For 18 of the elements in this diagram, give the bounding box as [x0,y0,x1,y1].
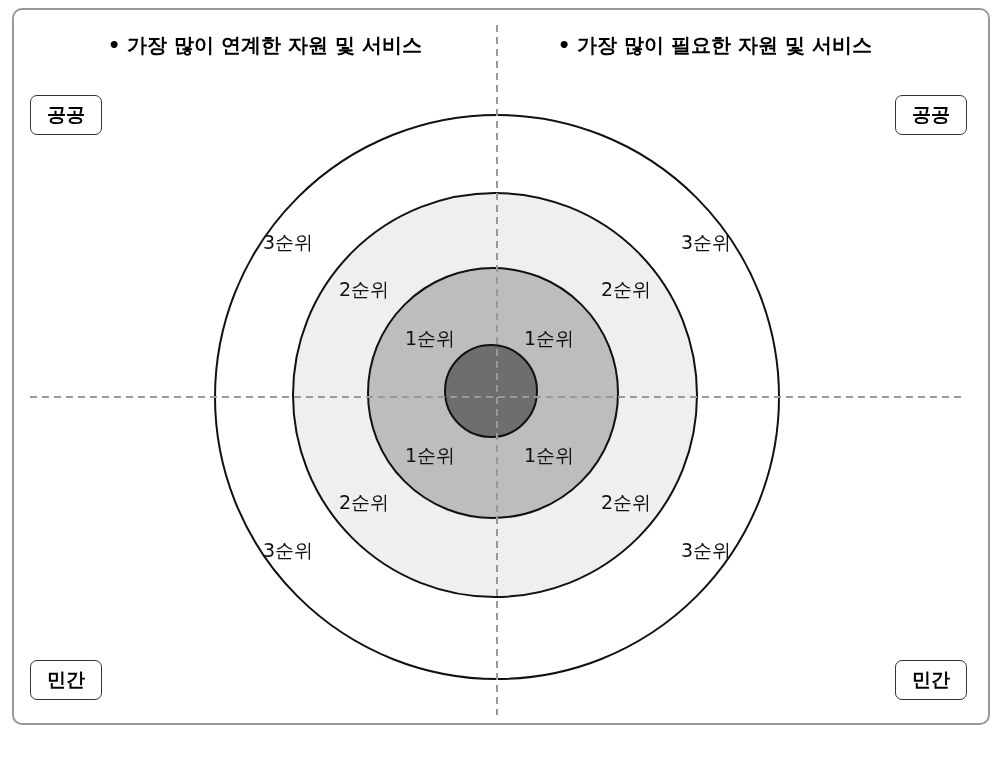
rank-label: 3순위 [262,538,314,563]
category-tag: 민간 [30,660,102,700]
rank-label: 1순위 [523,443,575,468]
rank-label: 1순위 [523,326,575,351]
rank-label: 3순위 [680,538,732,563]
rank-label: 2순위 [600,490,652,515]
category-tag: 공공 [895,95,967,135]
rank-label: 1순위 [404,443,456,468]
rank-label: 3순위 [680,230,732,255]
rank-label: 2순위 [338,277,390,302]
column-heading: • 가장 많이 필요한 자원 및 서비스 [557,31,873,59]
rank-label: 2순위 [600,277,652,302]
category-tag: 공공 [30,95,102,135]
rank-label: 3순위 [262,230,314,255]
rank-label: 1순위 [404,326,456,351]
category-tag: 민간 [895,660,967,700]
column-heading: • 가장 많이 연계한 자원 및 서비스 [107,31,423,59]
rank-label: 2순위 [338,490,390,515]
